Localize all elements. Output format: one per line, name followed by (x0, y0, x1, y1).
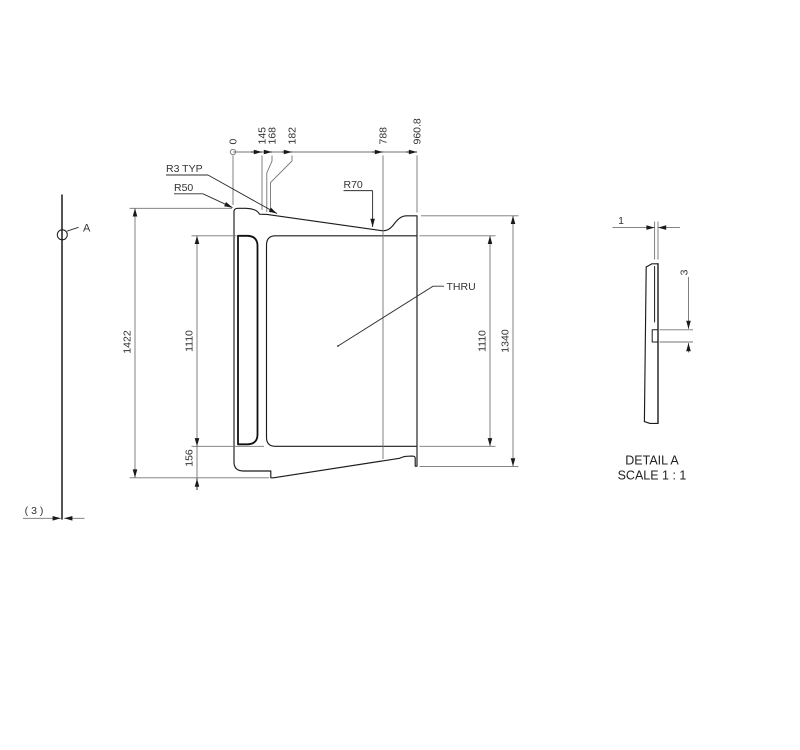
ordinate-dim-label: 145 (257, 127, 269, 145)
ordinate-dimension-chain: 0 145 168 182 788 960.8 (228, 118, 424, 459)
thickness-dim: 1 (618, 215, 624, 227)
left-dimensions: 1422 1110 156 (122, 207, 269, 490)
radius-callout-r50: R50 (174, 182, 193, 194)
leader-line-r3 (207, 174, 278, 215)
detail-dimensions: 1 3 (612, 215, 693, 353)
detail-a-letter: A (83, 223, 91, 235)
left-slot-profile (237, 234, 259, 446)
ordinate-dim-label: 0 (228, 139, 240, 145)
pocket-height-dim-left: 1110 (184, 330, 196, 352)
extension-line-jogged (266, 155, 273, 212)
detail-bottom-edge (643, 421, 659, 424)
main-section-view: 0 145 168 182 788 960.8 1422 1110 156 (122, 118, 519, 490)
ordinate-dim-label: 960.8 (412, 118, 424, 144)
detail-title: DETAIL A (625, 454, 679, 468)
right-dimensions: 1110 1340 (419, 215, 519, 467)
step-dim: 3 (679, 269, 691, 275)
radius-callout-r70: R70 (344, 179, 363, 191)
extension-line-jogged (270, 155, 293, 213)
main-pocket-profile (265, 235, 418, 447)
ordinate-origin-marker (229, 148, 237, 156)
radius-callout-r3: R3 TYP (166, 163, 203, 175)
leader-endpoint (337, 345, 339, 347)
thru-callout: THRU (447, 281, 476, 293)
flange-height-dim: 156 (184, 449, 196, 467)
leader-line-r50 (202, 193, 233, 209)
left-edge-view: A ( 3 ) (23, 194, 91, 521)
outer-profile (233, 207, 418, 479)
leader-line-thru (337, 285, 444, 347)
ordinate-dim-label: 788 (378, 127, 390, 145)
overall-height-dim: 1422 (122, 330, 134, 354)
ordinate-dim-label: 182 (287, 127, 299, 145)
reference-thickness-dim: ( 3 ) (25, 505, 44, 517)
detail-part-outline (643, 263, 659, 425)
detail-top-edge (645, 263, 659, 268)
detail-a-leader (66, 226, 79, 232)
detail-a-view: 1 3 DETAIL A SCALE 1 : 1 (612, 215, 693, 483)
ordinate-dim-label: 168 (267, 127, 279, 145)
leaders: R3 TYP R50 R70 THRU (166, 163, 476, 347)
detail-a-circle (56, 229, 68, 241)
detail-step-notch (651, 329, 659, 343)
overall-height-dim-right: 1340 (500, 329, 512, 353)
detail-left-edge (643, 266, 647, 423)
part-outline (233, 207, 418, 479)
pocket-height-dim-right: 1110 (477, 330, 489, 352)
detail-scale: SCALE 1 : 1 (618, 469, 687, 483)
